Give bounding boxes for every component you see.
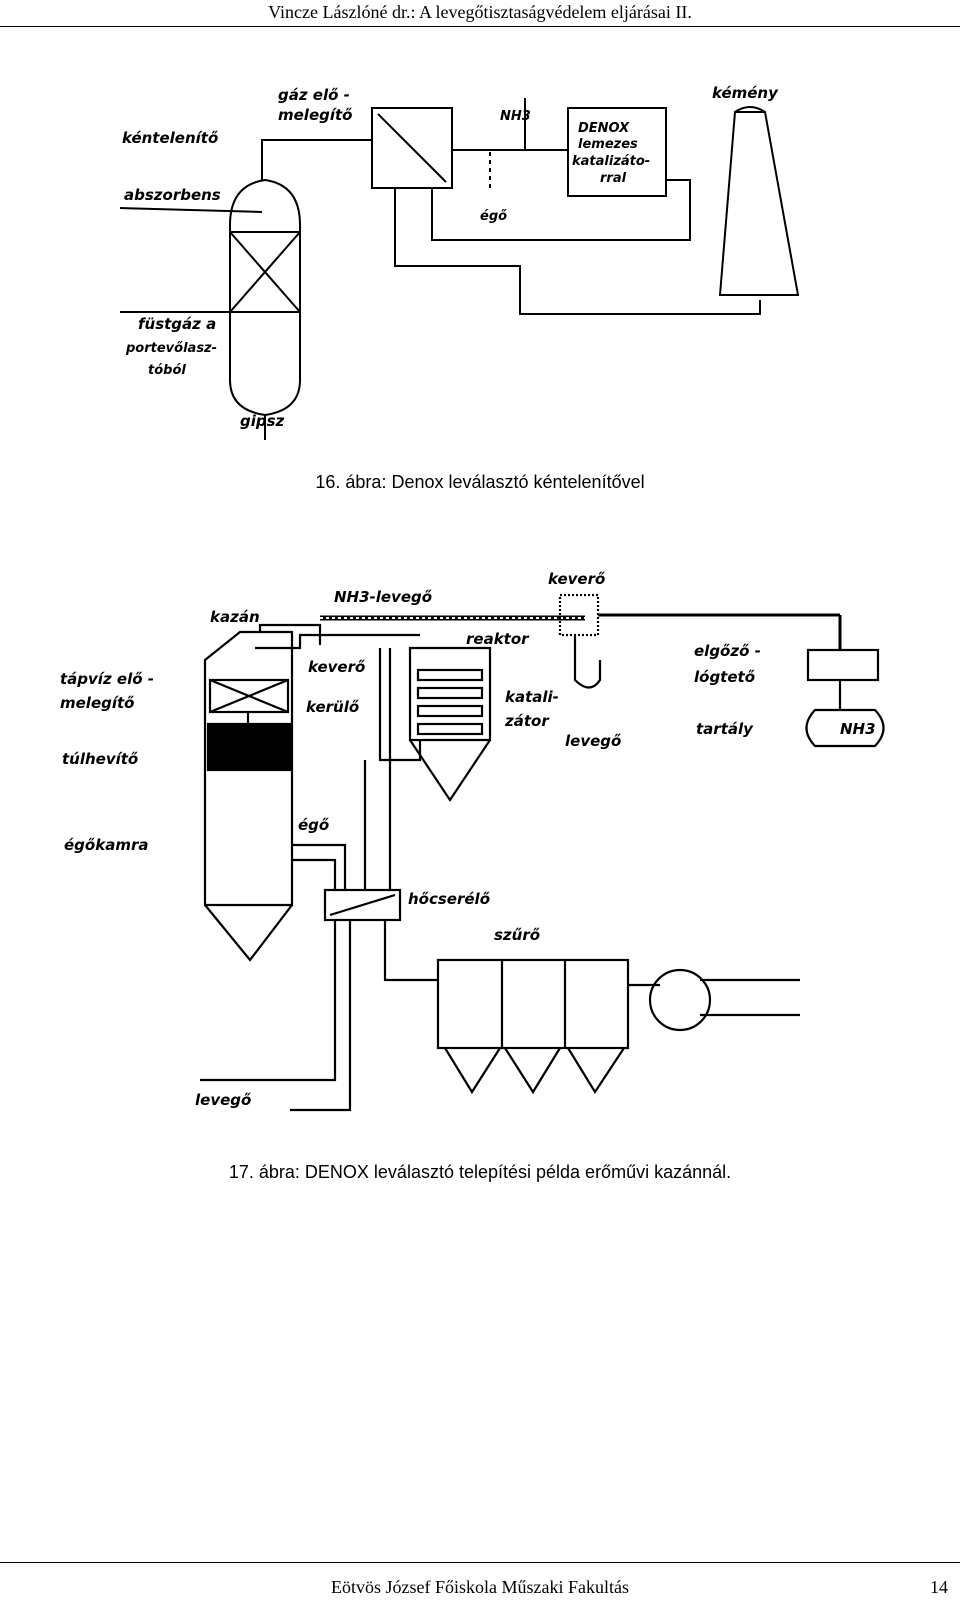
figure-16-diagram: kéntelenítő gáz elő - melegítő NH3 DENOX… [119, 84, 800, 440]
figure-16-caption: 16. ábra: Denox leválasztó kéntelenítőve… [315, 472, 645, 492]
label-kevero-top: keverő [548, 570, 605, 588]
label-kevero-left: keverő [308, 658, 365, 676]
label-zator: zátor [504, 712, 550, 730]
label-elgozo-2: lógtető [694, 668, 755, 686]
label-tulhevito: túlhevítő [62, 750, 138, 768]
label-fustgaz-1: füstgáz a [138, 315, 216, 333]
filter [436, 958, 630, 1050]
nh3-tank [805, 708, 885, 748]
label-denox-3: katalizáto- [572, 154, 650, 169]
label-tapviz-1: tápvíz elő - [60, 670, 154, 688]
evaporator [806, 648, 880, 682]
label-szuro: szűrő [494, 926, 540, 944]
label-ego: égő [480, 209, 507, 224]
label-kemeny: kémény [712, 84, 779, 102]
figure-17-diagram: kazán NH3-levegő keverő reaktor tápvíz e… [60, 570, 885, 1112]
superheater [206, 722, 292, 772]
chimney [718, 111, 800, 296]
reactor [408, 646, 492, 742]
label-gipsz: gipsz [240, 412, 285, 430]
label-abszorbens: abszorbens [124, 186, 221, 204]
label-denox-4: rral [600, 171, 627, 186]
denox-reactor [567, 107, 667, 197]
label-levego-bottom: levegő [195, 1091, 251, 1109]
label-fustgaz-2: portevőlasz- [125, 341, 217, 356]
label-nh3-tank: NH3 [840, 720, 876, 738]
label-nh3-levego: NH3-levegő [334, 588, 432, 606]
label-elgozo-1: elgőző - [694, 642, 761, 660]
label-reaktor: reaktor [466, 630, 530, 648]
label-kerulo: kerülő [306, 698, 359, 716]
absorber-packing [229, 231, 301, 313]
label-tartaly: tartály [696, 720, 754, 738]
label-egokamra: égőkamra [64, 836, 148, 854]
page-header: Vincze Lászlóné dr.: A levegőtisztaságvé… [0, 0, 960, 27]
page-footer: Eötvös József Főiskola Műszaki Fakultás … [0, 1562, 960, 1600]
label-fustgaz-3: tóból [148, 363, 186, 378]
label-hocserelo: hőcserélő [408, 890, 490, 908]
label-gaz-elo: gáz elő - [278, 86, 350, 104]
catalyst [416, 668, 484, 682]
footer-institution: Eötvös József Főiskola Műszaki Fakultás [331, 1577, 629, 1597]
top-mixer [558, 593, 600, 637]
label-tapviz-2: melegítő [60, 694, 134, 712]
label-melegito: melegítő [278, 106, 352, 124]
page-number: 14 [930, 1577, 948, 1597]
absorber-column [229, 178, 301, 417]
boiler-shell [203, 630, 294, 907]
heat-exchanger [323, 888, 402, 922]
label-kentelenito: kéntelenítő [122, 129, 218, 147]
label-katali: katali- [505, 688, 559, 706]
gas-preheater [371, 107, 453, 189]
label-denox-1: DENOX [578, 121, 630, 136]
label-ego: égő [298, 816, 329, 834]
label-nh3: NH3 [500, 109, 531, 124]
figure-17-caption: 17. ábra: DENOX leválasztó telepítési pé… [228, 1162, 732, 1182]
fan [648, 968, 712, 1032]
label-levego-mid: levegő [565, 732, 621, 750]
label-denox-2: lemezes [578, 137, 638, 152]
label-kazan: kazán [210, 608, 260, 626]
header-title: Vincze Lászlóné dr.: A levegőtisztaságvé… [268, 2, 692, 22]
